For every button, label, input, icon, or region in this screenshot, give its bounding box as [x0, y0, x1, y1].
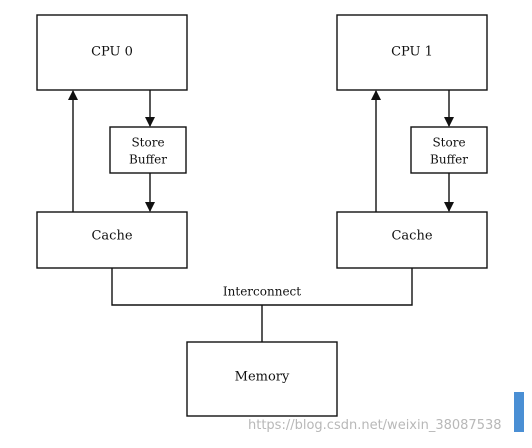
store-buffer1-node: Store Buffer — [410, 126, 488, 174]
store-buffer0-line1: Store — [131, 136, 164, 150]
store-buffer1-box — [410, 126, 488, 174]
store-buffer0-box — [109, 126, 187, 174]
store-buffer1-line2: Buffer — [430, 153, 468, 167]
store-buffer0-line2: Buffer — [129, 153, 167, 167]
cpu0-node: CPU 0 — [36, 14, 188, 91]
store-buffer0-node: Store Buffer — [109, 126, 187, 174]
cache1-node: Cache — [336, 211, 488, 269]
cache0-node: Cache — [36, 211, 188, 269]
cache1-box — [336, 211, 488, 269]
cpu1-box — [336, 14, 488, 91]
memory-node: Memory — [186, 341, 338, 417]
memory-label: Memory — [235, 370, 290, 385]
cpu1-label: CPU 1 — [391, 45, 433, 60]
cache0-label: Cache — [91, 229, 132, 244]
store-buffer1-line1: Store — [432, 136, 465, 150]
cpu1-node: CPU 1 — [336, 14, 488, 91]
cache1-label: Cache — [391, 229, 432, 244]
cpu0-label: CPU 0 — [91, 45, 133, 60]
watermark-text: https://blog.csdn.net/weixin_38087538 — [248, 418, 502, 433]
cpu0-box — [36, 14, 188, 91]
memory-box — [186, 341, 338, 417]
side-scroll-tab[interactable] — [514, 392, 524, 432]
interconnect-label: Interconnect — [223, 285, 301, 299]
